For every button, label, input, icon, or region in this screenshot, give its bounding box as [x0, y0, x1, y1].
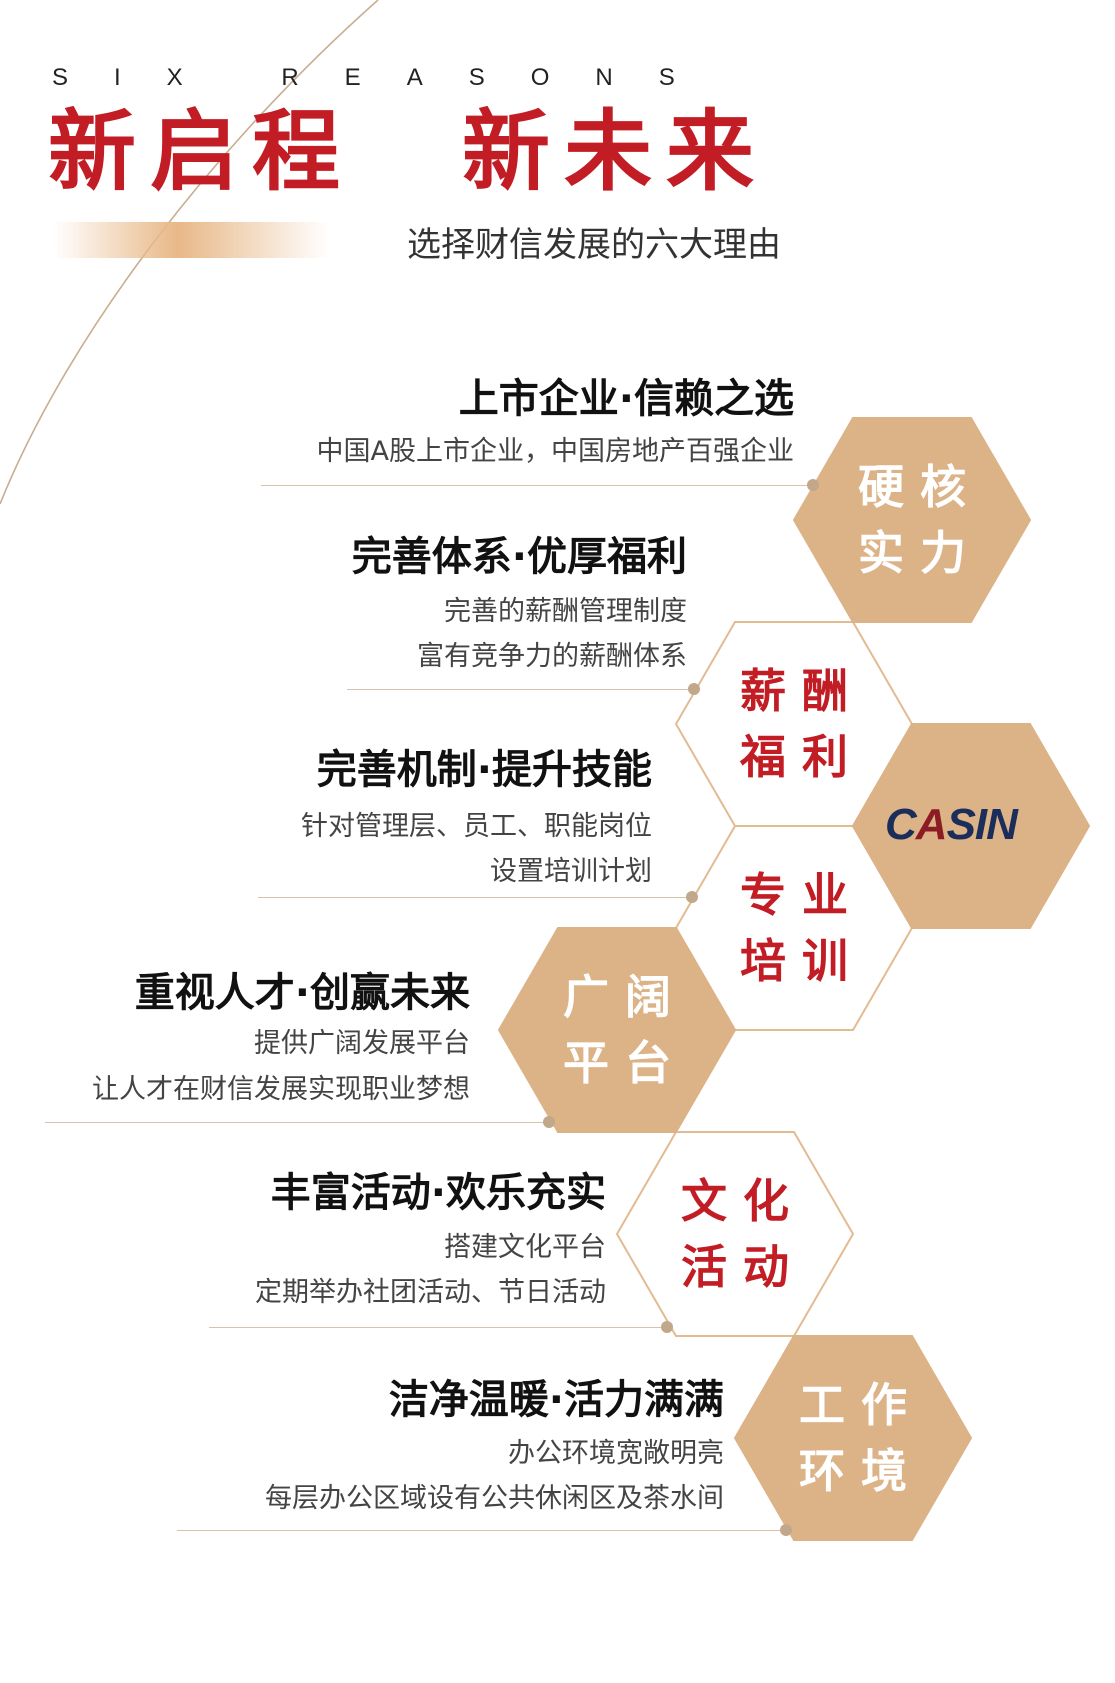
- divider-line: [177, 1530, 786, 1531]
- reason-title: 完善体系·优厚福利: [351, 534, 687, 580]
- reason-line: 搭建文化平台: [444, 1232, 606, 1263]
- reason-line: 富有竞争力的薪酬体系: [417, 641, 687, 672]
- hex-label-salary-benefits: 薪酬福利: [740, 664, 864, 784]
- connector-dot: [686, 891, 698, 903]
- hex-label-culture: 文化活动: [681, 1174, 805, 1294]
- connector-dot: [780, 1524, 792, 1536]
- hexagon-filled: [792, 417, 1032, 623]
- reason-line: 完善的薪酬管理制度: [444, 596, 687, 627]
- logo-letter-a: A: [915, 800, 948, 849]
- headline-right: 新未来: [462, 100, 769, 203]
- reason-line: 每层办公区域设有公共休闲区及茶水间: [265, 1483, 724, 1514]
- reason-line: 办公环境宽敞明亮: [508, 1438, 724, 1469]
- logo-letter-c: C: [885, 800, 917, 849]
- hex-label-platform: 广阔平台: [563, 970, 687, 1090]
- reason-line: 让人才在财信发展实现职业梦想: [92, 1074, 470, 1105]
- connector-dot: [807, 479, 819, 491]
- reason-title: 洁净温暖·活力满满: [388, 1377, 724, 1423]
- logo-letters-sin: SIN: [946, 800, 1018, 849]
- divider-line: [258, 897, 692, 898]
- divider-line: [261, 485, 813, 486]
- reason-title: 丰富活动·欢乐充实: [270, 1170, 606, 1216]
- hexagon-filled: [497, 927, 737, 1133]
- casin-logo: CASIN: [885, 800, 1018, 850]
- reason-line: 提供广阔发展平台: [254, 1028, 470, 1059]
- eyebrow-text: SIX REASONS: [52, 64, 721, 91]
- hexagon-logo: [851, 723, 1091, 929]
- connector-dot: [543, 1116, 555, 1128]
- reason-title: 重视人才·创赢未来: [134, 970, 470, 1016]
- reason-line: 中国A股上市企业，中国房地产百强企业: [316, 436, 794, 467]
- reason-line: 针对管理层、员工、职能岗位: [301, 811, 652, 842]
- subtitle: 选择财信发展的六大理由: [407, 225, 781, 265]
- divider-line: [45, 1122, 549, 1123]
- divider-line: [209, 1327, 667, 1328]
- hex-label-training: 专业培训: [740, 868, 864, 988]
- reason-title: 上市企业·信赖之选: [458, 376, 794, 422]
- reason-title: 完善机制·提升技能: [316, 747, 652, 793]
- hex-label-core-strength: 硬核实力: [858, 460, 982, 580]
- gradient-bar: [54, 222, 329, 258]
- hexagon-filled: [733, 1335, 973, 1541]
- reason-line: 设置培训计划: [490, 856, 652, 887]
- reason-line: 定期举办社团活动、节日活动: [255, 1277, 606, 1308]
- hex-label-environment: 工作环境: [799, 1378, 923, 1498]
- divider-line: [347, 689, 694, 690]
- connector-dot: [661, 1321, 673, 1333]
- connector-dot: [688, 683, 700, 695]
- headline-left: 新启程: [48, 100, 355, 203]
